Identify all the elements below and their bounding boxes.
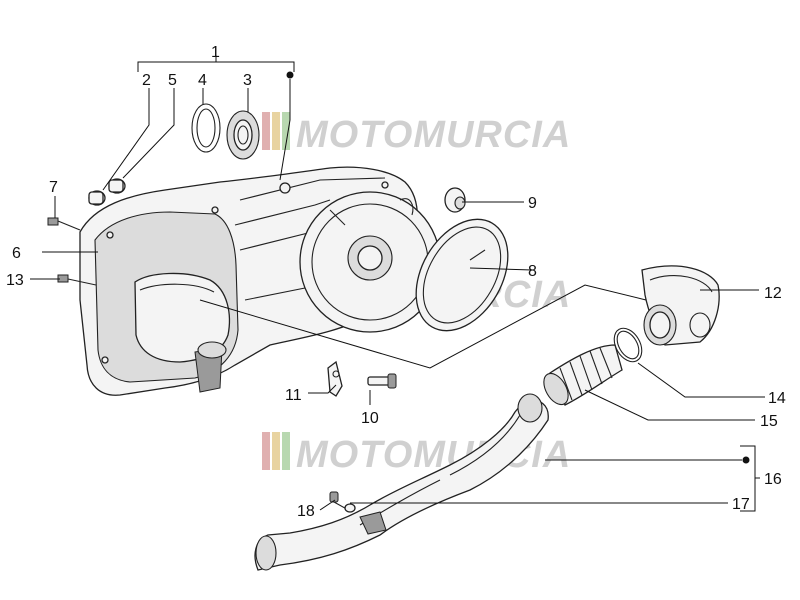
leader-11: [308, 384, 337, 394]
callout-4: 4: [198, 72, 207, 89]
inspection-cover-part-8: [415, 218, 509, 332]
callout-labels: 1 2 3 4 5 6 7 8 9 10 11 12 13 14 15 16 1…: [6, 44, 786, 520]
hose-clamp-part-14: [613, 327, 643, 363]
callout-18: 18: [297, 503, 315, 520]
bushing-part-5: [108, 178, 126, 194]
bushing-part-2: [88, 190, 106, 206]
callout-14: 14: [768, 390, 786, 407]
watermark-stripe: [282, 432, 290, 470]
watermark-stripe: [282, 112, 290, 150]
callout-3: 3: [243, 72, 252, 89]
callout-9: 9: [528, 195, 537, 212]
bolt-part-10: [367, 373, 397, 389]
leader-8: [469, 267, 533, 271]
intake-duct-part-16: [254, 393, 549, 571]
circlip-part-4: [191, 103, 221, 153]
callout-7: 7: [49, 179, 58, 196]
watermark-stripe: [272, 112, 280, 150]
leader-dot-1: [286, 71, 294, 79]
leader-18: [319, 499, 336, 511]
leader-5: [122, 88, 175, 179]
screw-part-7: [47, 217, 81, 231]
callout-17: 17: [732, 496, 750, 513]
watermark-top: MOTOMURCIA: [262, 112, 571, 156]
watermark-bottom: MOTOMURCIA: [262, 432, 570, 476]
leader-1b: [279, 79, 291, 181]
duct-hose-part-15: [543, 344, 623, 406]
callout-13: 13: [6, 272, 24, 289]
plug-cap-part-9: [444, 187, 466, 213]
bracket-part-11: [327, 360, 343, 397]
callout-8: 8: [528, 263, 537, 280]
leader-2: [102, 88, 150, 191]
watermark-stripe: [262, 432, 270, 470]
watermark-stripe: [262, 112, 270, 150]
callout-10: 10: [361, 410, 379, 427]
callout-11: 11: [285, 387, 302, 404]
callout-1: 1: [211, 44, 220, 61]
leader-lines: [30, 55, 765, 512]
callout-5: 5: [168, 72, 177, 89]
air-intake-part-12: [641, 265, 720, 346]
leader-dot-16: [742, 456, 750, 464]
leader-14: [637, 362, 765, 398]
watermark-stripe: [272, 432, 280, 470]
callout-12: 12: [764, 285, 782, 302]
callout-2: 2: [142, 72, 151, 89]
bearing-part-3: [226, 110, 260, 160]
crankcase-cover: [79, 166, 441, 396]
bracket-1: [137, 61, 295, 72]
watermark-text: MOTOMURCIA: [296, 114, 571, 156]
leader-12b: [199, 284, 647, 369]
callout-6: 6: [12, 245, 21, 262]
screw-part-18: [329, 491, 356, 513]
callout-15: 15: [760, 413, 778, 430]
leader-15: [584, 389, 755, 421]
callout-16: 16: [764, 471, 782, 488]
